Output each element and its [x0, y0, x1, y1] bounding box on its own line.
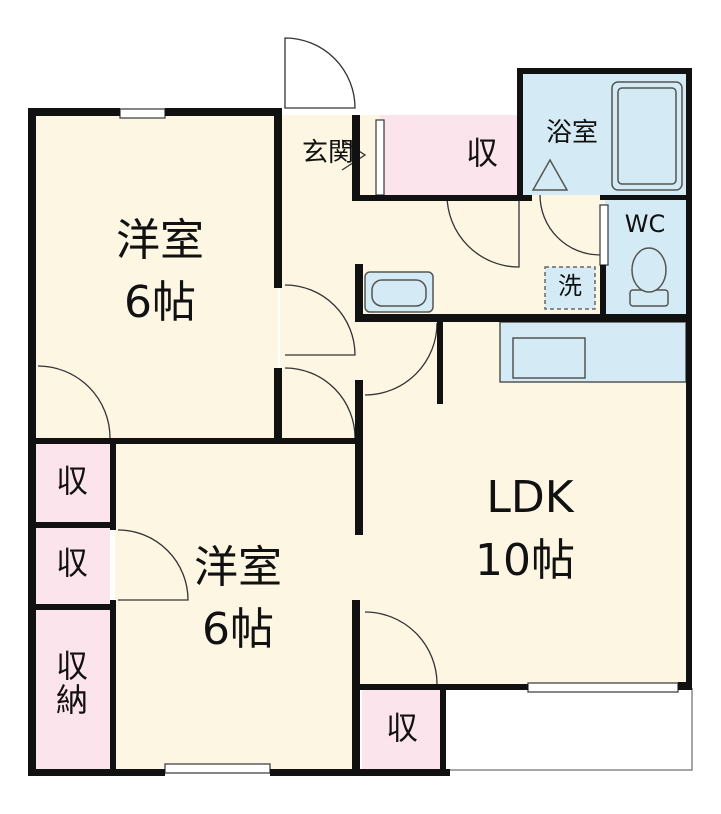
toilet-bowl	[631, 247, 667, 293]
bath-door-swing	[539, 194, 601, 256]
room-name-ldk: LDK	[486, 472, 574, 523]
label-entrance: 玄関	[301, 138, 354, 168]
label-storage-hall: 収	[465, 134, 498, 172]
window-entrance-side	[375, 119, 385, 196]
wash-basin	[364, 271, 434, 313]
balcony-rail	[444, 688, 693, 771]
ldk-door-swing	[364, 322, 438, 396]
balcony	[444, 688, 693, 771]
window-bath	[599, 204, 609, 266]
room-name-western-bottom: 洋室	[194, 542, 282, 593]
storage-hall	[442, 115, 520, 195]
kitchen-sink	[512, 337, 586, 379]
storage-left-2	[35, 528, 110, 604]
window-top-room	[119, 108, 166, 119]
western-room-bottom-floor	[115, 444, 360, 769]
storage-entrance	[380, 115, 442, 195]
floor-fills	[35, 72, 688, 769]
door-swings	[37, 37, 601, 685]
wash-basin-bowl	[371, 279, 427, 307]
corridor-floor	[280, 315, 360, 445]
room-bottom-door-swing	[117, 529, 189, 601]
fixtures	[364, 81, 683, 313]
label-storage-closet: 収 納	[55, 647, 88, 719]
window-bottom-room	[164, 763, 271, 774]
room-size-western-top: 6帖	[124, 277, 196, 328]
storage-ldk-door-swing	[364, 611, 438, 685]
bathtub-inner	[617, 87, 677, 185]
western-room-top-floor	[35, 115, 278, 438]
room-top-door-swing	[37, 365, 111, 439]
room-size-ldk: 10帖	[475, 535, 575, 586]
walls	[28, 68, 692, 776]
label-toilet: WC	[624, 210, 666, 238]
label-storage-left-1: 収	[55, 462, 88, 500]
bathtub	[611, 81, 683, 191]
front-door-swing	[284, 37, 356, 109]
corridor-door-swing-1	[284, 284, 356, 356]
washer-pan	[544, 266, 596, 310]
label-storage-ldk: 収	[385, 709, 418, 747]
bath-drain-triangle	[531, 158, 569, 191]
window-ldk	[527, 682, 679, 693]
corridor-door-swing-2	[284, 367, 356, 439]
storage-left-1	[35, 444, 110, 522]
room-name-western-top: 洋室	[116, 215, 204, 266]
entrance-step	[341, 139, 367, 171]
hall-door-swing	[446, 194, 520, 268]
label-storage-left-2: 収	[55, 544, 88, 582]
label-washer: 洗	[558, 272, 582, 300]
room-size-western-bottom: 6帖	[202, 604, 274, 655]
storage-left-closet	[35, 610, 110, 769]
storage-ldk	[362, 690, 444, 769]
label-bathroom: 浴室	[545, 118, 598, 148]
